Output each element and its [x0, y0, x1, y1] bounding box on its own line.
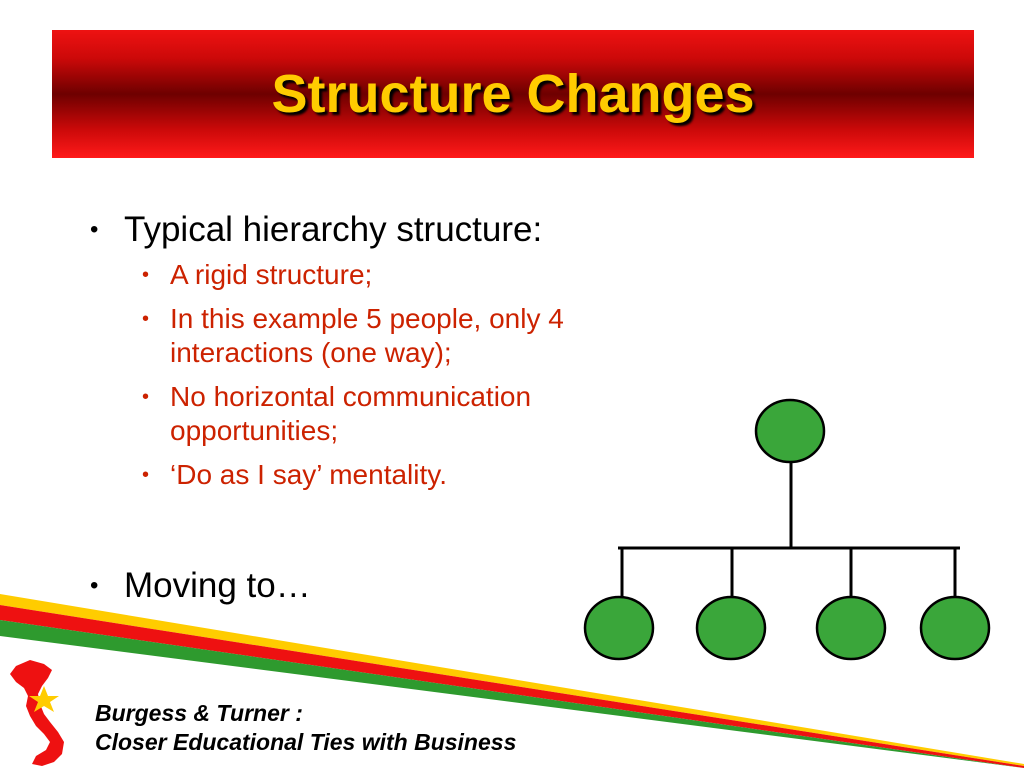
employee-node	[583, 595, 655, 661]
employee-node	[815, 595, 887, 661]
employee-node	[919, 595, 991, 661]
footer-line: Closer Educational Ties with Business	[95, 729, 517, 755]
employee-node	[695, 595, 767, 661]
bullet-item: Moving to…	[90, 564, 524, 608]
sub-bullet-item: No horizontal communication opportunitie…	[124, 380, 670, 448]
sub-bullet-item: In this example 5 people, only 4 interac…	[124, 302, 670, 370]
bullet-list: Typical hierarchy structure: A rigid str…	[90, 208, 670, 502]
org-chart-diagram	[583, 398, 991, 661]
vietnam-map-star-icon	[10, 660, 64, 766]
sub-bullet-item: A rigid structure;	[124, 258, 670, 292]
sub-bullet-item: ‘Do as I say’ mentality.	[124, 458, 670, 492]
title-banner: Structure Changes	[52, 30, 974, 158]
stripe-green	[0, 620, 1024, 768]
slide-title: Structure Changes	[271, 64, 755, 124]
stripe-yellow	[0, 594, 1024, 766]
bullet-item: Typical hierarchy structure: A rigid str…	[90, 208, 670, 492]
sub-bullet-list: A rigid structure; In this example 5 peo…	[124, 258, 670, 492]
stripe-red	[0, 605, 1024, 768]
footer-line: Burgess & Turner :	[95, 700, 303, 726]
decorative-stripes	[0, 594, 1024, 768]
manager-node	[754, 398, 826, 464]
bullet-text: Moving to…	[124, 566, 311, 605]
footer-caption: Burgess & Turner : Closer Educational Ti…	[95, 699, 516, 757]
bullet-text: Typical hierarchy structure:	[124, 210, 543, 249]
